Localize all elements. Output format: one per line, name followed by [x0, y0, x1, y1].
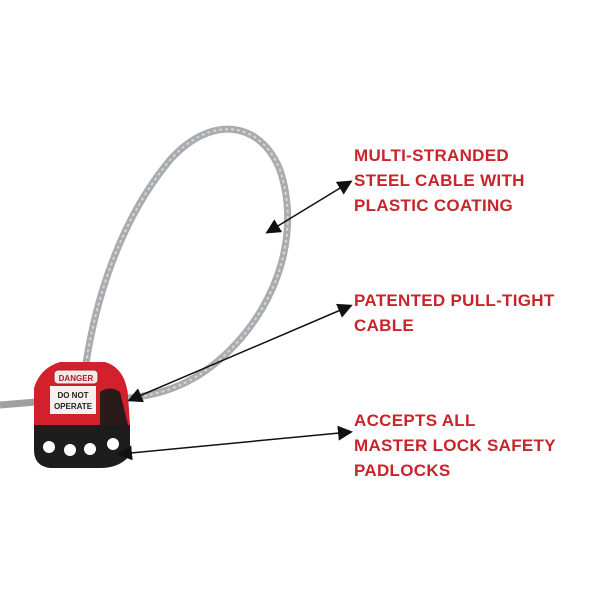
callout-cable: MULTI-STRANDED STEEL CABLE WITH PLASTIC …	[354, 143, 525, 218]
callout-line: CABLE	[354, 316, 415, 335]
callout-line: PADLOCKS	[354, 461, 451, 480]
callout-line: ACCEPTS ALL	[354, 411, 476, 430]
arrow-padlocks	[117, 425, 353, 461]
callout-padlocks: ACCEPTS ALL MASTER LOCK SAFETY PADLOCKS	[354, 408, 556, 483]
callout-pull-tight: PATENTED PULL-TIGHT CABLE	[354, 288, 555, 338]
callout-line: MULTI-STRANDED	[354, 146, 509, 165]
lock-label-line1: DO NOT	[57, 391, 88, 400]
arrow-pull-tight	[127, 303, 353, 403]
cable-lock-device	[34, 362, 130, 468]
callout-line: MASTER LOCK SAFETY	[354, 436, 556, 455]
callout-line: PATENTED PULL-TIGHT	[354, 291, 555, 310]
lock-label-line2: OPERATE	[54, 402, 93, 411]
arrow-cable	[265, 180, 353, 234]
callout-line: STEEL CABLE WITH	[354, 171, 525, 190]
lock-tag-text: DANGER	[59, 374, 94, 383]
steel-cable	[0, 125, 292, 409]
callout-line: PLASTIC COATING	[354, 196, 514, 215]
